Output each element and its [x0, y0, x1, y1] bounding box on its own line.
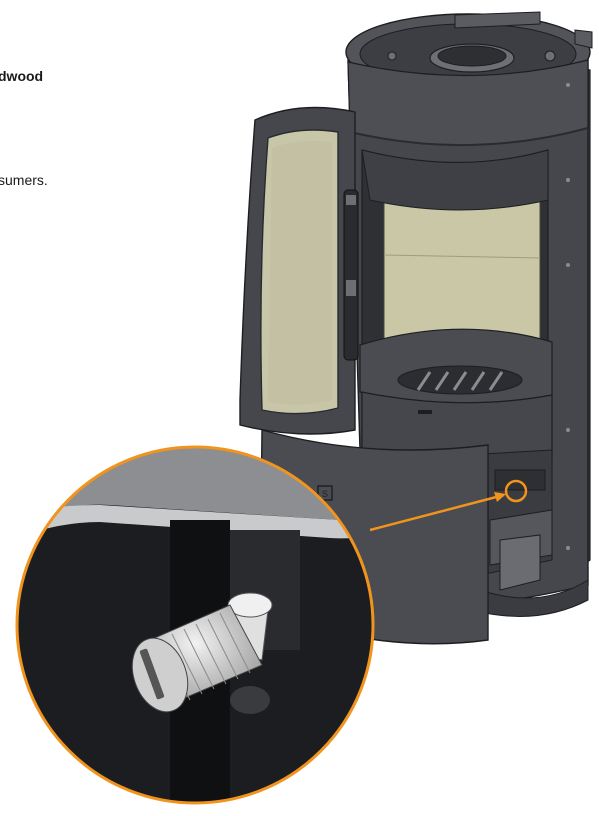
- stove-body: [345, 11, 593, 617]
- svg-text:S: S: [322, 489, 328, 499]
- heading-fragment: dwood: [0, 68, 44, 84]
- stove-door: [239, 106, 359, 435]
- callout-marker: [369, 479, 528, 532]
- body-text-fragment: sumers.: [0, 172, 48, 188]
